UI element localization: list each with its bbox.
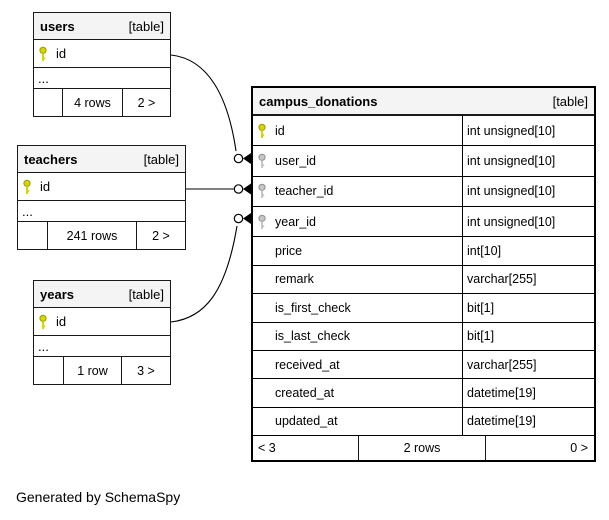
table-users-footer: 4 rows 2 > xyxy=(34,89,170,116)
footer-spacer xyxy=(34,89,62,116)
table-name[interactable]: teachers xyxy=(24,151,78,167)
column-name: is_last_check xyxy=(275,329,351,344)
column-name: user_id xyxy=(275,154,316,169)
column-name: created_at xyxy=(275,385,335,400)
primary-key-icon xyxy=(38,46,56,62)
column-row-remark: remark varchar[255] xyxy=(253,265,594,295)
column-type: datetime[19] xyxy=(462,379,594,407)
column-name: year_id xyxy=(275,214,316,229)
elided-columns: ... xyxy=(34,68,170,89)
relationship-teachers-to-teacher-id xyxy=(186,183,251,195)
footer-spacer xyxy=(18,222,47,249)
table-type-badge: [table] xyxy=(552,93,588,109)
table-name[interactable]: users xyxy=(40,18,75,34)
column-row-received-at: received_at varchar[255] xyxy=(253,350,594,380)
column-row-is-last-check: is_last_check bit[1] xyxy=(253,322,594,351)
table-campus-donations-footer: < 3 2 rows 0 > xyxy=(253,434,594,460)
column-type: varchar[255] xyxy=(462,350,594,379)
elided-columns: ... xyxy=(18,201,185,222)
column-name: updated_at xyxy=(275,414,338,429)
column-type: varchar[255] xyxy=(462,265,594,294)
row-count: 1 row xyxy=(63,357,121,384)
table-users[interactable]: users [table] id ... 4 rows 2 > xyxy=(33,12,171,117)
elided-columns: ... xyxy=(34,336,170,357)
column-type: int unsigned[10] xyxy=(462,207,594,237)
related-tables-count: 2 > xyxy=(136,222,185,249)
footer-spacer xyxy=(34,357,63,384)
table-type-badge: [table] xyxy=(128,18,164,34)
row-count: 2 rows xyxy=(358,435,485,460)
column-name: is_first_check xyxy=(275,300,351,315)
relationship-users-to-user-id xyxy=(170,54,251,164)
column-row-teacher-id: teacher_id int unsigned[10] xyxy=(253,176,594,208)
row-count: 241 rows xyxy=(47,222,136,249)
generator-credit: Generated by SchemaSpy xyxy=(16,489,181,505)
column-name: id xyxy=(275,123,285,138)
table-type-badge: [table] xyxy=(143,151,179,167)
parent-tables-count: < 3 xyxy=(258,440,276,455)
column-row-is-first-check: is_first_check bit[1] xyxy=(253,294,594,323)
column-type: int unsigned[10] xyxy=(462,176,594,207)
table-users-header[interactable]: users [table] xyxy=(34,13,170,40)
column-row-price: price int[10] xyxy=(253,237,594,266)
column-row-created-at: created_at datetime[19] xyxy=(253,379,594,408)
column-name: id xyxy=(40,179,51,194)
column-row-user-id: user_id int unsigned[10] xyxy=(253,146,594,177)
column-type: datetime[19] xyxy=(462,407,594,435)
related-tables-count: 2 > xyxy=(122,89,170,116)
column-row-id: id xyxy=(18,173,185,201)
table-teachers-header[interactable]: teachers [table] xyxy=(18,146,185,173)
column-row-id: id xyxy=(34,308,170,336)
table-name[interactable]: campus_donations xyxy=(259,93,378,109)
column-name: received_at xyxy=(275,357,340,372)
row-count: 4 rows xyxy=(62,89,122,116)
column-type: bit[1] xyxy=(462,294,594,322)
table-teachers[interactable]: teachers [table] id ... 241 rows 2 > xyxy=(17,145,186,250)
table-campus-donations-header[interactable]: campus_donations [table] xyxy=(253,88,594,116)
related-tables-count: 3 > xyxy=(121,357,170,384)
foreign-key-icon xyxy=(257,183,275,199)
foreign-key-icon xyxy=(257,153,275,169)
table-name[interactable]: years xyxy=(40,286,74,302)
table-campus-donations[interactable]: campus_donations [table] id int unsigned… xyxy=(251,86,596,462)
column-row-year-id: year_id int unsigned[10] xyxy=(253,207,594,238)
relationship-years-to-year-id xyxy=(170,213,251,323)
table-years[interactable]: years [table] id ... 1 row 3 > xyxy=(33,280,171,385)
foreign-key-icon xyxy=(257,214,275,230)
table-type-badge: [table] xyxy=(128,286,164,302)
column-name: teacher_id xyxy=(275,184,334,199)
child-tables-count: 0 > xyxy=(485,435,594,460)
primary-key-icon xyxy=(38,314,56,330)
table-years-header[interactable]: years [table] xyxy=(34,281,170,308)
column-type: bit[1] xyxy=(462,322,594,350)
column-row-id: id xyxy=(34,40,170,68)
column-type: int unsigned[10] xyxy=(462,116,594,146)
column-name: remark xyxy=(275,272,314,287)
primary-key-icon xyxy=(22,179,40,195)
column-row-updated-at: updated_at datetime[19] xyxy=(253,407,594,435)
table-years-footer: 1 row 3 > xyxy=(34,357,170,384)
column-row-id: id int unsigned[10] xyxy=(253,116,594,147)
column-type: int[10] xyxy=(462,237,594,265)
column-name: price xyxy=(275,244,303,259)
primary-key-icon xyxy=(257,123,275,139)
column-name: id xyxy=(56,314,67,329)
column-name: id xyxy=(56,46,67,61)
column-type: int unsigned[10] xyxy=(462,146,594,176)
table-teachers-footer: 241 rows 2 > xyxy=(18,222,185,249)
